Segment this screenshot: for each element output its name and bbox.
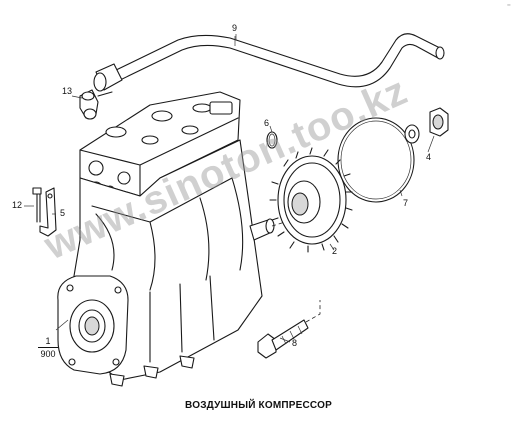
part-8-bolt	[257, 300, 321, 359]
callout-8: 8	[292, 338, 298, 348]
callout-12: 12	[12, 200, 23, 210]
callout-9: 9	[232, 23, 238, 33]
callout-1-reference: 1 900	[38, 336, 58, 359]
callout-4: 4	[426, 152, 432, 162]
part-13-elbow-fitting	[79, 89, 113, 120]
part-4-washer-nut	[404, 107, 449, 144]
callout-7: 7	[403, 198, 409, 208]
part-5-bracket	[39, 187, 57, 237]
leader-lines	[24, 34, 435, 343]
part-7-seal-ring	[337, 117, 415, 203]
callout-5: 5	[60, 208, 66, 218]
fraction-bar	[38, 347, 58, 348]
compressor-body	[57, 91, 319, 387]
part-6-o-ring	[266, 131, 278, 149]
part-9-pipe	[93, 33, 445, 92]
callout-1: 1	[45, 336, 51, 346]
callout-13: 13	[62, 86, 73, 96]
diagram-caption: ВОЗДУШНЫЙ КОМПРЕССОР	[185, 400, 332, 411]
corner-mark: ⁻	[506, 2, 511, 11]
part-2-drive-gear	[269, 147, 353, 253]
part-12-bolt	[32, 187, 42, 223]
callout-6: 6	[264, 118, 270, 128]
callout-2: 2	[332, 246, 338, 256]
callout-1-ref-number: 900	[40, 349, 56, 359]
